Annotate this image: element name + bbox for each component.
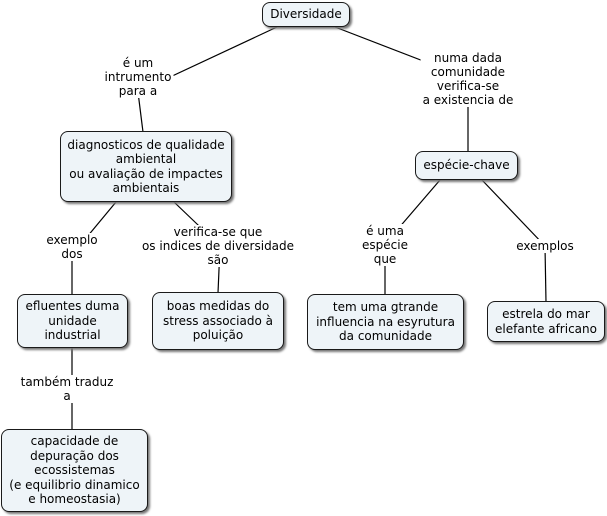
concept-node-estrela-do-mar[interactable]: estrela do mar elefante africano: [487, 301, 605, 342]
concept-node-capacidade[interactable]: capacidade de depuração dos ecossistemas…: [1, 429, 148, 512]
link-label-numa-dada-comunidade: numa dada comunidade verifica-se a exist…: [420, 51, 516, 107]
concept-node-diagnosticos[interactable]: diagnosticos de qualidade ambiental ou a…: [60, 131, 232, 202]
concept-node-influencia[interactable]: tem uma gtrande influencia na esyrutura …: [307, 294, 464, 350]
connector-line: [544, 245, 547, 303]
connector-line: [137, 91, 144, 133]
link-label-e-uma-especie: é uma espécie que: [360, 224, 410, 266]
concept-node-especie-chave[interactable]: espécie-chave: [415, 151, 518, 180]
concept-node-efluentes[interactable]: efluentes duma unidade industrial: [17, 294, 128, 348]
link-label-exemplo-dos: exemplo dos: [44, 233, 100, 261]
link-label-verifica-se-que: verifica-se que os indices de diversidad…: [139, 225, 297, 267]
link-label-instrumento: é um intrumento para a: [102, 56, 174, 98]
concept-node-boas-medidas[interactable]: boas medidas do stress associado à polui…: [152, 292, 284, 350]
link-label-tambem-traduz: também traduz a: [18, 375, 116, 403]
connector-line: [481, 179, 546, 247]
concept-node-diversidade[interactable]: Diversidade: [262, 2, 350, 27]
link-label-exemplos: exemplos: [514, 239, 576, 253]
